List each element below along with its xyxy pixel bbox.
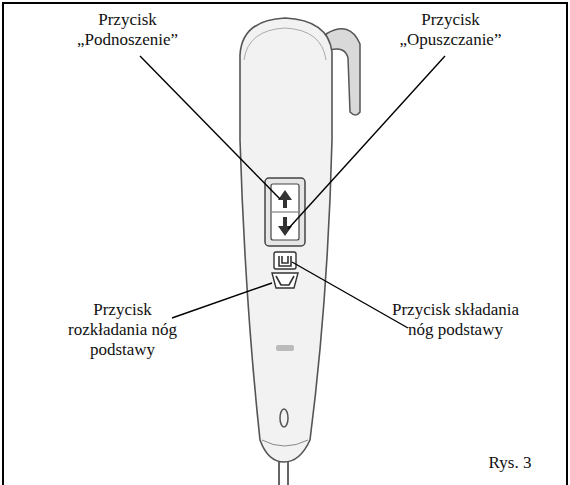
controller-body	[240, 18, 332, 462]
leader-line	[172, 283, 272, 318]
button-divider	[272, 212, 298, 213]
oval-button	[280, 409, 288, 427]
button-label: Przycisk „Opuszczanie”	[383, 10, 518, 50]
figure-number: Rys. 3	[470, 453, 550, 473]
up-arrow	[278, 190, 292, 208]
fold-legs-icon	[279, 256, 291, 266]
body-highlight	[244, 28, 326, 60]
leader-line	[292, 262, 408, 328]
button-panel	[265, 178, 305, 246]
button-frame	[271, 184, 299, 240]
button-label: Przycisk składania nóg podstawy	[388, 300, 523, 340]
body-tip	[262, 440, 308, 446]
spread-legs-button	[272, 273, 298, 288]
leader-lines	[140, 56, 445, 328]
figure-frame	[3, 3, 567, 485]
logo-mark	[276, 345, 294, 351]
spread-legs-icon	[276, 276, 294, 285]
fold-legs-button	[274, 252, 296, 269]
leader-line	[140, 56, 280, 199]
button-label: Przycisk „Podnoszenie”	[60, 10, 195, 50]
button-label: Przycisk rozkładania nóg podstawy	[55, 300, 190, 360]
leader-line	[288, 56, 445, 229]
